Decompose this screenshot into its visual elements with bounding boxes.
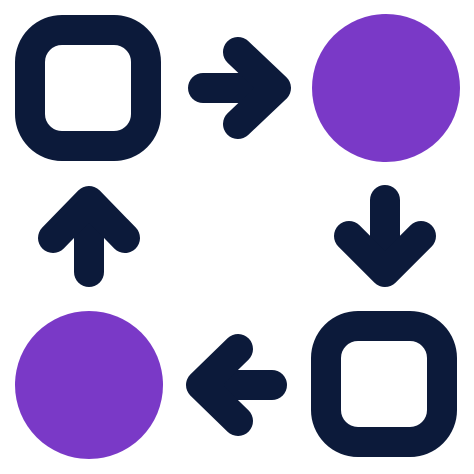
bottom-left-circle-node xyxy=(15,311,163,459)
arrow-left-icon xyxy=(186,334,287,436)
bottom-right-square-node xyxy=(311,311,457,457)
top-right-circle-node xyxy=(312,14,460,162)
arrow-up-icon xyxy=(38,186,140,287)
arrow-down-icon xyxy=(334,185,436,287)
arrow-right-icon xyxy=(188,37,291,139)
top-left-square-node xyxy=(15,15,161,161)
